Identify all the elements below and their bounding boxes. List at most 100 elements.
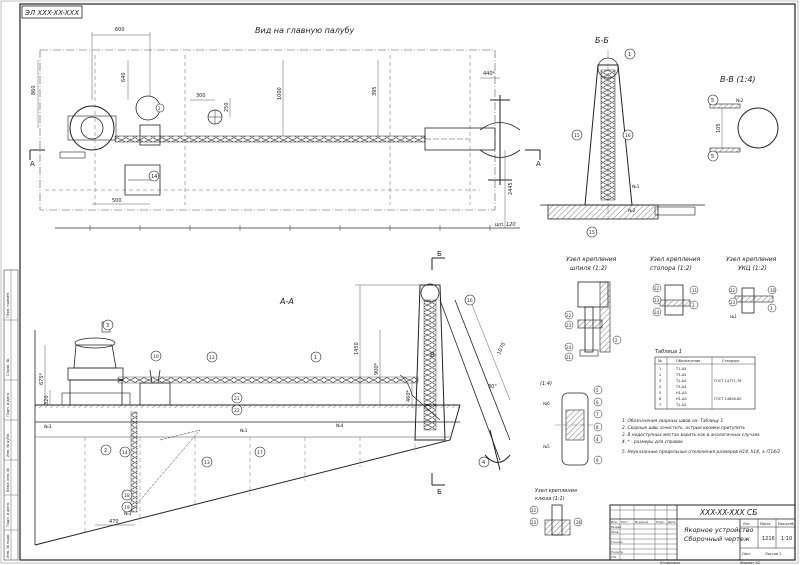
svg-text:Узел крепления: Узел крепления (566, 256, 617, 263)
section-balloons: 3 10 12 1 16 2 14 21 22 17 13 18 19 4 (100, 294, 490, 513)
svg-text:26: 26 (576, 520, 582, 525)
svg-text:5: 5 (596, 388, 599, 393)
svg-text:1000: 1000 (277, 87, 283, 100)
svg-text:3. В недоступных местах варить: 3. В недоступных местах варить как в ана… (622, 432, 760, 438)
svg-text:8: 8 (596, 425, 599, 430)
svg-text:675*: 675* (39, 372, 45, 385)
svg-text:Подп.: Подп. (656, 520, 665, 524)
svg-text:2: 2 (692, 303, 695, 308)
mass-value: 1216 (762, 536, 775, 542)
svg-text:Лист: Лист (742, 552, 751, 556)
svg-text:14: 14 (151, 174, 157, 180)
section-mark-b-top: Б (437, 250, 442, 258)
svg-text:9: 9 (596, 458, 599, 463)
svg-text:№6: №6 (543, 401, 550, 406)
section-bb: Б-Б 1 15 16 15 №1 №2 (540, 36, 705, 238)
svg-text:2: 2 (615, 338, 618, 343)
svg-text:Таблица 1: Таблица 1 (655, 349, 682, 355)
svg-text:2. Сварные швы зачистить, остр: 2. Сварные швы зачистить, острые кромки … (622, 425, 746, 431)
svg-text:2: 2 (659, 373, 661, 377)
side-strip: Перв. примен. Справ. № Подп. и дата Инв.… (3, 269, 19, 561)
svg-text:Инв. № дубл.: Инв. № дубл. (6, 433, 10, 457)
node-stopor: Узел крепления стопора (1:2) 22 23 24 11… (650, 256, 701, 317)
svg-text:600: 600 (115, 27, 125, 33)
svg-text:№ докум.: № докум. (635, 520, 649, 524)
svg-text:клюза (1:1): клюза (1:1) (535, 496, 565, 502)
svg-text:22: 22 (654, 286, 660, 291)
svg-text:7: 7 (596, 412, 599, 417)
section-vv-title: В-В (1:4) (720, 75, 756, 84)
svg-text:2: 2 (158, 106, 161, 111)
svg-text:19: 19 (124, 505, 130, 511)
svg-text:1. Обозначения сварных швов см: 1. Обозначения сварных швов см. Таблицу … (622, 418, 724, 424)
svg-text:Стандарт: Стандарт (722, 359, 740, 363)
svg-text:Т.контр.: Т.контр. (610, 540, 623, 544)
frame-label: шп. 120 (495, 222, 516, 228)
svg-text:23: 23 (654, 298, 660, 303)
svg-text:Взам. инв. №: Взам. инв. № (6, 468, 10, 492)
svg-text:460*: 460* (406, 389, 412, 402)
section-vv: В-В (1:4) 105 5 5 №2 (707, 75, 779, 162)
svg-text:640: 640 (121, 72, 127, 82)
svg-text:3: 3 (106, 323, 109, 329)
svg-text:5: 5 (659, 391, 661, 395)
svg-text:№1: №1 (240, 428, 248, 434)
section-aa: А-А (34, 250, 511, 546)
node-klyuz: Узел крепления клюза (1:1) 22 23 26 (529, 488, 583, 536)
format-label: Формат А2 (740, 561, 761, 565)
svg-text:10: 10 (153, 354, 159, 360)
section-mark-a-left: А (30, 160, 35, 168)
svg-text:15: 15 (589, 230, 595, 236)
scale-value: 1:10 (781, 536, 792, 542)
svg-text:Т1-Δ4: Т1-Δ4 (675, 379, 687, 383)
svg-text:Разраб.: Разраб. (611, 525, 622, 529)
section-mark-b-bottom: Б (437, 488, 442, 496)
svg-text:440*: 440* (483, 71, 496, 77)
svg-text:Инв. № подл.: Инв. № подл. (6, 534, 10, 558)
svg-text:17: 17 (257, 450, 263, 456)
svg-text:Подп. и дата: Подп. и дата (6, 393, 10, 417)
svg-text:18: 18 (124, 493, 130, 499)
plan-balloons: 14 2 (148, 103, 165, 182)
svg-text:шпиля (1:2): шпиля (1:2) (570, 265, 607, 272)
svg-text:Т3-Δ4: Т3-Δ4 (675, 385, 687, 389)
svg-text:11: 11 (692, 288, 698, 293)
node-shpil: Узел крепления шпиля (1:2) 22 23 24 21 2 (564, 256, 622, 362)
top-left-stamp: ЭЛ XXX-XX-XXX (21, 5, 83, 19)
svg-text:№5: №5 (543, 444, 550, 449)
svg-text:22: 22 (566, 313, 572, 318)
svg-text:6: 6 (659, 397, 661, 401)
svg-text:Изм.: Изм. (611, 520, 618, 524)
svg-text:13: 13 (204, 460, 210, 466)
svg-text:21: 21 (234, 396, 240, 402)
svg-text:23: 23 (531, 520, 537, 525)
svg-text:4: 4 (659, 385, 662, 389)
svg-text:1: 1 (628, 52, 631, 58)
svg-text:300: 300 (196, 93, 206, 99)
svg-text:Дата: Дата (668, 520, 676, 524)
svg-text:2445: 2445 (508, 182, 514, 195)
svg-text:3: 3 (659, 379, 661, 383)
svg-text:Утв.: Утв. (611, 555, 617, 559)
svg-text:Н1-Δ4: Н1-Δ4 (676, 397, 688, 401)
svg-text:320: 320 (44, 395, 50, 405)
svg-text:395: 395 (372, 86, 378, 96)
svg-text:1: 1 (314, 355, 317, 361)
svg-text:ГОСТ 14806-80: ГОСТ 14806-80 (714, 397, 741, 401)
drawing-frame (19, 3, 796, 561)
svg-text:24: 24 (654, 310, 660, 315)
svg-text:(1:4): (1:4) (540, 381, 552, 387)
plan-view-title: Вид на главную палубу (255, 26, 355, 35)
svg-text:250: 250 (224, 102, 230, 112)
svg-text:Перв. примен.: Перв. примен. (6, 292, 10, 318)
svg-text:22: 22 (531, 508, 537, 513)
svg-text:Справ. №: Справ. № (6, 359, 10, 376)
svg-text:ГОСТ 14771-76: ГОСТ 14771-76 (714, 379, 741, 383)
svg-text:2: 2 (104, 448, 107, 454)
technical-notes: 1. Обозначения сварных швов см. Таблицу … (622, 418, 780, 455)
svg-text:№4: №4 (336, 423, 344, 429)
svg-text:№2: №2 (736, 98, 744, 104)
